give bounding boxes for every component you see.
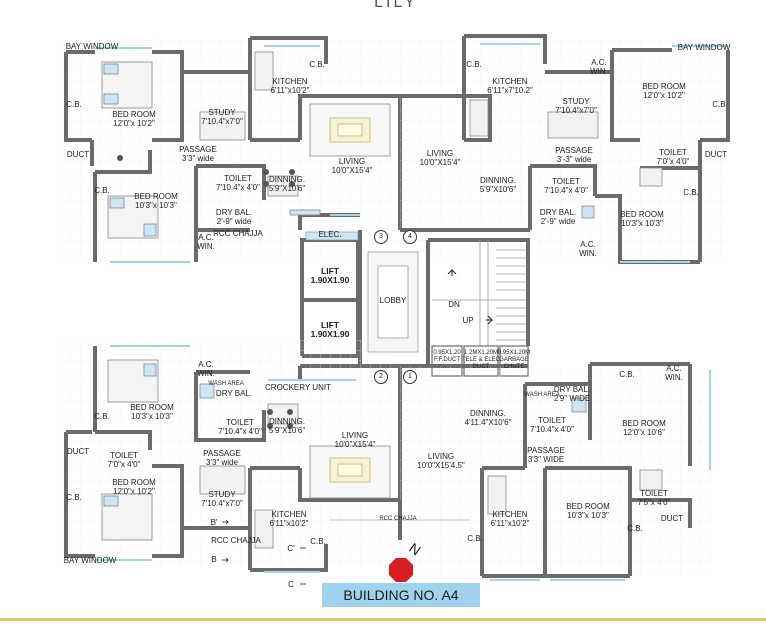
tl-cb-1-label: C.B.: [66, 100, 82, 109]
north-arrow-icon: [389, 558, 413, 582]
lobby-label: LOBBY: [379, 296, 407, 305]
stair-up-label: UP: [462, 316, 474, 325]
bl-section-c-prime-label: C': [287, 544, 295, 553]
bl-dinning-label: DINNING.5'9"X10'6": [268, 417, 306, 435]
bl-cb-kitchen-label: C.B.: [310, 537, 326, 546]
tr-bay-window-label: BAY WINDOW: [677, 43, 731, 52]
tr-cb-kitchen-label: C.B.: [466, 60, 482, 69]
bl-dry-bal-label: DRY BAL.: [215, 389, 253, 398]
unit-top-right: [400, 34, 730, 264]
unit-top-left: [60, 36, 402, 263]
tl-duct-label: DUCT: [66, 150, 90, 159]
grid-circle-2: 2: [374, 370, 388, 384]
br-ac-win-label: A.C.WIN.: [665, 364, 683, 382]
br-wash-area-label: WASH AREA: [524, 392, 560, 398]
building-number-label: BUILDING NO. A4: [322, 583, 480, 607]
bl-crockery-unit-label: CROCKERY UNIT: [265, 383, 331, 392]
br-rcc-chajja-label: RCC CHAJJA: [379, 516, 417, 522]
bl-wash-area-label: WASH AREA: [208, 381, 244, 387]
br-dry-bal-label: DRY BAL.2'9" WIDE: [553, 385, 591, 403]
tl-bay-window-label: BAY WINDOW: [65, 42, 119, 51]
br-duct-label: DUCT: [660, 514, 684, 523]
stair-down-label: DN: [448, 300, 460, 309]
br-cb-2-label: C.B.: [627, 524, 643, 533]
tr-cb-1-label: C.B.: [712, 100, 728, 109]
tr-ac-win-2-label: A.C.WIN.: [579, 240, 597, 258]
tl-rcc-chajja-label: RCC CHAJJA: [213, 229, 263, 238]
tr-ac-win-label: A.C.WIN.: [590, 58, 608, 76]
plan-title: LILY: [374, 0, 418, 11]
br-cb-1-label: C.B.: [619, 370, 635, 379]
grid-circle-1: 1: [403, 370, 417, 384]
elec-label: ELEC.: [318, 230, 342, 239]
tl-dinning-label: DINNING.5'9"X10'6": [268, 175, 306, 193]
bl-cb-2-label: C.B.: [66, 493, 82, 502]
grid-circle-4: 4: [403, 230, 417, 244]
bl-ac-win-label: A.C.WIN.: [197, 360, 215, 378]
unit-bottom-right: [330, 362, 715, 581]
bl-rcc-chajja-label: RCC CHAJJA: [211, 536, 261, 545]
tr-dry-bal-label: DRY BAL.2'-9" wide: [539, 208, 577, 226]
bl-section-b-label: B: [211, 555, 217, 564]
tl-dry-bal-label: DRY BAL.2'-9" wide: [215, 208, 253, 226]
tr-cb-2-label: C.B.: [683, 188, 699, 197]
tl-ac-win-label: A.C.WIN.: [197, 233, 215, 251]
br-cb-kitchen-label: C.B.: [467, 534, 483, 543]
br-dinning-label: DINNING.4'11.4"X10'6": [464, 409, 512, 427]
tr-duct-label: DUCT: [704, 150, 728, 159]
tl-cb-2-label: C.B.: [94, 186, 110, 195]
bl-duct-label: DUCT: [66, 447, 90, 456]
unit-bottom-left: [60, 340, 402, 573]
bl-section-b-prime-label: B': [210, 518, 218, 527]
tl-cb-kitchen-label: C.B.: [309, 60, 325, 69]
tr-dinning-label: DINNING.5'9"X10'6": [479, 176, 517, 194]
bl-cb-1-label: C.B.: [94, 412, 110, 421]
footer-accent-line: [0, 618, 766, 621]
bl-section-c-label: C: [288, 580, 294, 589]
bl-bay-window-label: BAY WINDOW: [63, 556, 117, 565]
grid-circle-3: 3: [374, 230, 388, 244]
section-marks: [222, 519, 306, 585]
